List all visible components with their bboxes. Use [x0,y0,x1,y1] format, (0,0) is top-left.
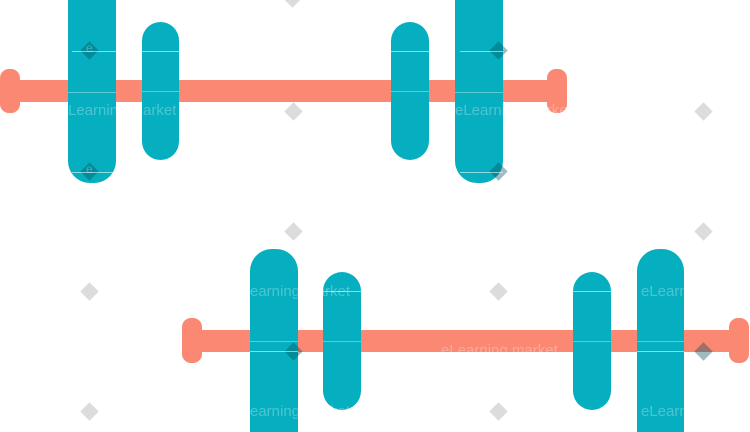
weight-plate-small-left [142,22,179,160]
weight-plate-large-right [455,0,503,183]
weight-plate-small-left [323,272,361,410]
weight-plate-large-right [637,249,684,432]
barbell-end-cap-right [729,318,749,363]
watermark-line [323,291,361,292]
watermark-line [573,291,611,292]
barbell-end-cap-left [0,69,20,113]
watermark-line [460,51,503,52]
weight-plate-small-right [391,22,429,160]
watermark-line [391,51,429,52]
watermark-diamond [80,282,99,301]
watermark-line [72,51,116,52]
watermark-diamond [284,102,303,121]
watermark-line [460,172,503,173]
watermark-diamond [694,222,713,241]
watermark-diamond [694,102,713,121]
watermark-line [142,51,179,52]
watermark-line [72,172,116,173]
watermark-diamond [80,402,99,421]
weight-plate-large-left [68,0,116,183]
barbell-end-cap-left [182,318,202,363]
weight-plate-large-left [250,249,298,432]
watermark-line [637,351,684,352]
watermark-diamond [489,402,508,421]
weight-plate-small-right [573,272,611,410]
watermark-line [250,351,298,352]
watermark-diamond [283,0,302,8]
watermark-diamond [284,222,303,241]
barbell-end-cap-right [547,69,567,113]
watermark-diamond [489,282,508,301]
